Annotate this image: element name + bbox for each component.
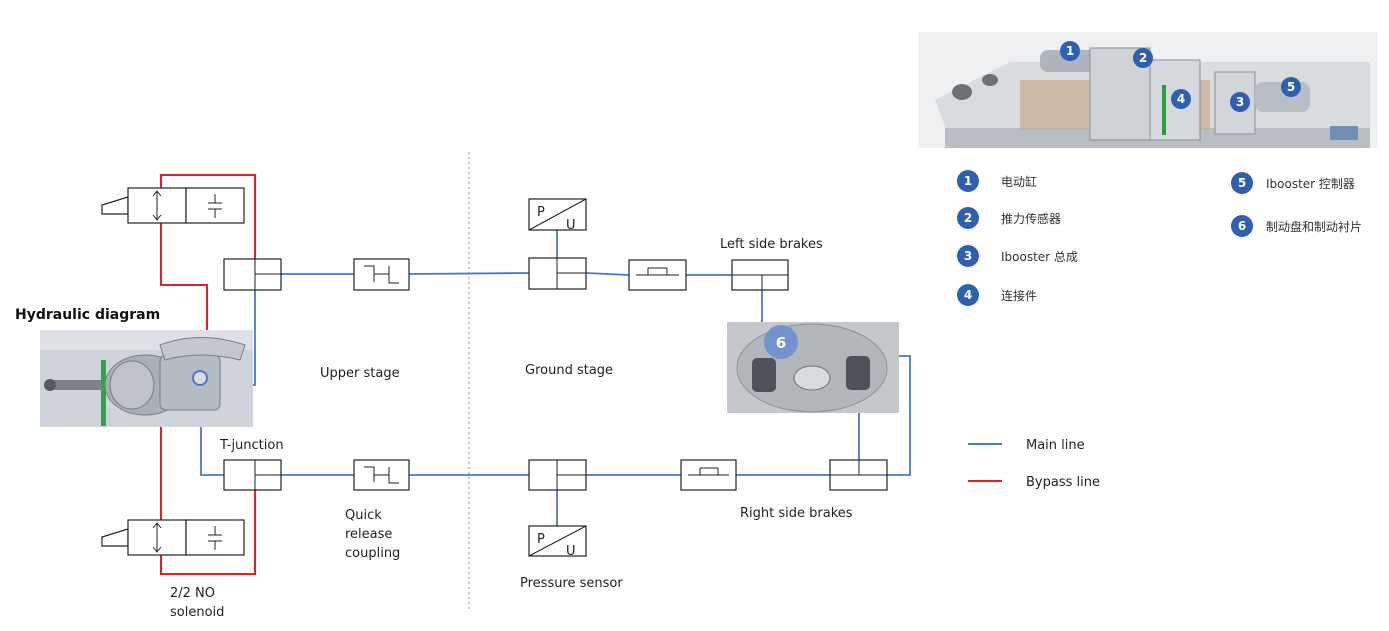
right-brakes-junction: [829, 459, 888, 491]
t-junction-upper-left: [223, 258, 282, 291]
legend-item-1-text: 电动缸: [1001, 174, 1037, 189]
legend-item-5: 5 Ibooster 控制器: [1231, 172, 1355, 194]
pressure-sensor-lower: P U: [528, 525, 587, 559]
t-junction-label: T-junction: [219, 438, 284, 453]
upper-stage-label: Upper stage: [320, 366, 400, 381]
brake-photo-badge: 6: [776, 334, 786, 352]
quick-release-coupling-upper: [353, 258, 410, 291]
photo-marker-1: 1: [1060, 41, 1080, 61]
legend-item-2: 2 推力传感器: [957, 207, 1061, 229]
legend-item-1: 1 电动缸: [957, 170, 1037, 192]
pressure-sensor-upper-p: P: [537, 205, 545, 220]
photo-marker-3-text: 3: [1236, 95, 1244, 109]
quick-release-label-line2: release: [345, 527, 392, 542]
solenoid-valve-top: [101, 187, 245, 224]
quick-release-label-line1: Quick: [345, 508, 382, 523]
component-legend: 1 电动缸 2 推力传感器 3 Ibooster 总成 4 连接件 5 Iboo…: [957, 170, 1362, 306]
main-line-label: Main line: [1026, 438, 1085, 453]
solenoid-label-line1: 2/2 NO: [170, 586, 215, 601]
test-rig-photo: 1 2 4 3 5: [918, 32, 1378, 148]
bypass-line-label: Bypass line: [1026, 475, 1100, 490]
check-valve-lower: [680, 459, 737, 491]
solenoid-label-line2: solenoid: [170, 605, 224, 620]
pressure-sensor-upper: P U: [528, 198, 587, 233]
legend-item-6-text: 制动盘和制动衬片: [1266, 219, 1362, 234]
pressure-sensor-lower-p: P: [537, 532, 545, 547]
quick-release-coupling-lower: [353, 459, 410, 491]
legend-item-1-num: 1: [964, 174, 972, 188]
legend-item-4-text: 连接件: [1001, 288, 1037, 303]
legend-item-6-num: 6: [1238, 219, 1246, 233]
left-brakes-label: Left side brakes: [720, 237, 823, 252]
t-junction-lower-mid: [528, 459, 587, 491]
photo-marker-2: 2: [1133, 48, 1153, 68]
ibooster-photo: [40, 330, 253, 427]
check-valve-upper: [628, 259, 687, 291]
pressure-sensor-label: Pressure sensor: [520, 576, 623, 591]
photo-marker-3: 3: [1230, 92, 1250, 112]
legend-item-4-num: 4: [964, 288, 972, 302]
t-junction-upper-mid: [528, 257, 587, 290]
photo-marker-5-text: 5: [1287, 80, 1295, 94]
legend-item-5-text: Ibooster 控制器: [1266, 177, 1355, 191]
legend-item-3-num: 3: [964, 249, 972, 263]
legend-item-2-num: 2: [964, 211, 972, 225]
legend-item-2-text: 推力传感器: [1001, 211, 1061, 226]
pressure-sensor-lower-u: U: [566, 544, 576, 559]
solenoid-valve-bottom: [101, 519, 245, 556]
t-junction-lower-left: [223, 459, 282, 491]
diagram-title: Hydraulic diagram: [15, 307, 160, 323]
line-legend: Main line Bypass line: [968, 438, 1100, 490]
legend-item-4: 4 连接件: [957, 284, 1037, 306]
brake-disc-photo: 6: [727, 322, 899, 413]
legend-item-6: 6 制动盘和制动衬片: [1231, 215, 1362, 237]
photo-marker-2-text: 2: [1139, 51, 1147, 65]
ground-stage-label: Ground stage: [525, 363, 613, 378]
legend-item-5-num: 5: [1238, 176, 1246, 190]
bypass-lines: [160, 174, 256, 575]
main-lines: [200, 230, 911, 526]
legend-item-3: 3 Ibooster 总成: [957, 245, 1078, 267]
photo-marker-4: 4: [1171, 89, 1191, 109]
photo-marker-4-text: 4: [1177, 92, 1185, 106]
photo-marker-1-text: 1: [1066, 44, 1074, 58]
quick-release-label-line3: coupling: [345, 546, 400, 561]
left-brakes-junction: [731, 259, 789, 291]
right-brakes-label: Right side brakes: [740, 506, 853, 521]
photo-marker-5: 5: [1281, 77, 1301, 97]
legend-item-3-text: Ibooster 总成: [1001, 250, 1078, 264]
pressure-sensor-upper-u: U: [566, 218, 576, 233]
